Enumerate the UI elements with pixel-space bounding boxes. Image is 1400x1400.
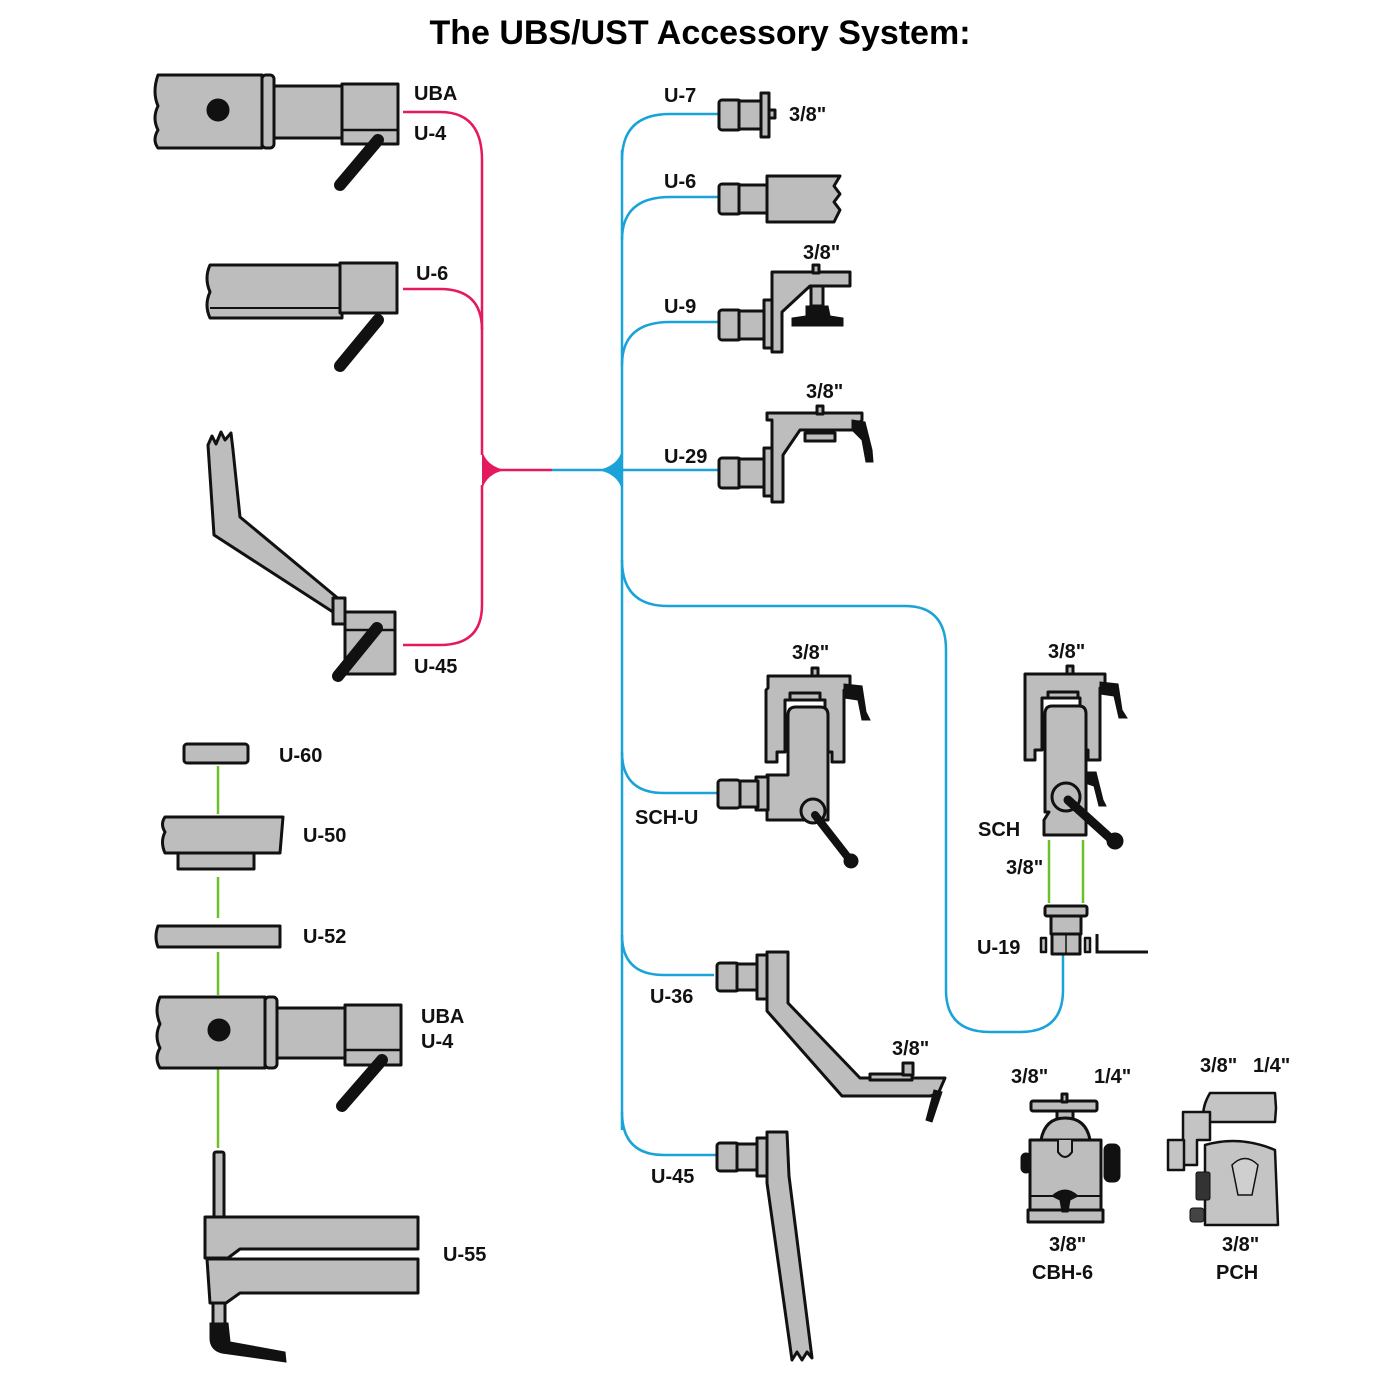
part-u50 bbox=[161, 815, 285, 871]
label-pch: PCH bbox=[1216, 1262, 1258, 1284]
label-u4-top: U-4 bbox=[414, 123, 447, 145]
label-u6-left: U-6 bbox=[416, 263, 448, 285]
label-u19: U-19 bbox=[977, 937, 1020, 959]
label-schu-thread: 3/8" bbox=[792, 642, 829, 664]
label-u50: U-50 bbox=[303, 825, 346, 847]
green-connectors bbox=[216, 766, 1085, 1148]
connector-uba-top bbox=[403, 110, 484, 455]
label-u55: U-55 bbox=[443, 1244, 486, 1266]
label-cbh6-thread-bottom: 3/8" bbox=[1049, 1234, 1086, 1256]
part-u55 bbox=[203, 1150, 420, 1363]
part-u19 bbox=[1039, 904, 1148, 956]
label-cbh6: CBH-6 bbox=[1032, 1262, 1093, 1284]
connector-u7 bbox=[620, 112, 718, 161]
label-u9: U-9 bbox=[664, 296, 696, 318]
connector-u45-right bbox=[620, 1111, 716, 1157]
label-u29: U-29 bbox=[664, 446, 707, 468]
label-uba-stack: UBA bbox=[421, 1006, 464, 1028]
part-u45-right bbox=[715, 1130, 814, 1362]
part-uba-u4-top bbox=[153, 73, 400, 191]
junction-pink bbox=[482, 450, 505, 490]
part-u45-left bbox=[206, 430, 397, 682]
label-u9-thread: 3/8" bbox=[803, 242, 840, 264]
label-u7: U-7 bbox=[664, 85, 696, 107]
part-pch bbox=[1166, 1091, 1280, 1227]
label-u52: U-52 bbox=[303, 926, 346, 948]
label-u6-right: U-6 bbox=[664, 171, 696, 193]
part-cbh6 bbox=[1020, 1092, 1121, 1224]
label-sch: SCH bbox=[978, 819, 1020, 841]
connector-sch-branch bbox=[620, 559, 1065, 1034]
label-u60: U-60 bbox=[279, 745, 322, 767]
label-cbh6-thread-top-right: 1/4" bbox=[1094, 1066, 1131, 1088]
label-sch-thread-bottom: 3/8" bbox=[1006, 857, 1043, 879]
connector-u6-left bbox=[403, 287, 484, 331]
connector-schu bbox=[620, 751, 718, 795]
label-u36: U-36 bbox=[650, 986, 693, 1008]
blue-connectors bbox=[552, 112, 1065, 1157]
connector-u36 bbox=[620, 934, 714, 977]
part-u7 bbox=[717, 91, 777, 139]
diagram-title: The UBS/UST Accessory System: bbox=[429, 14, 970, 52]
label-uba-top: UBA bbox=[414, 83, 457, 105]
part-u60 bbox=[182, 742, 250, 765]
part-u52 bbox=[154, 924, 282, 949]
part-u36 bbox=[715, 950, 947, 1123]
label-pch-thread-bottom: 3/8" bbox=[1222, 1234, 1259, 1256]
part-u6-left bbox=[205, 261, 399, 372]
connector-u45-left bbox=[403, 485, 484, 647]
label-pch-thread-top-right: 1/4" bbox=[1253, 1055, 1290, 1077]
label-pch-thread-top-left: 3/8" bbox=[1200, 1055, 1237, 1077]
connector-u9 bbox=[620, 320, 718, 366]
part-u6-right bbox=[717, 174, 842, 224]
label-u29-thread: 3/8" bbox=[806, 381, 843, 403]
part-u29 bbox=[717, 404, 874, 504]
pink-connectors bbox=[403, 110, 552, 647]
label-u36-thread: 3/8" bbox=[892, 1038, 929, 1060]
label-u4-stack: U-4 bbox=[421, 1031, 454, 1053]
label-u45-right: U-45 bbox=[651, 1166, 694, 1188]
part-schu bbox=[716, 666, 871, 869]
part-uba-u4-stack bbox=[155, 995, 403, 1112]
label-cbh6-thread-top-left: 3/8" bbox=[1011, 1066, 1048, 1088]
junction-blue bbox=[598, 450, 622, 490]
label-sch-thread-top: 3/8" bbox=[1048, 641, 1085, 663]
part-u9 bbox=[717, 263, 852, 354]
connector-u6-right bbox=[620, 195, 718, 241]
label-schu: SCH-U bbox=[635, 807, 698, 829]
label-u7-thread: 3/8" bbox=[789, 104, 826, 126]
part-sch bbox=[1023, 664, 1128, 850]
label-u45-left: U-45 bbox=[414, 656, 457, 678]
